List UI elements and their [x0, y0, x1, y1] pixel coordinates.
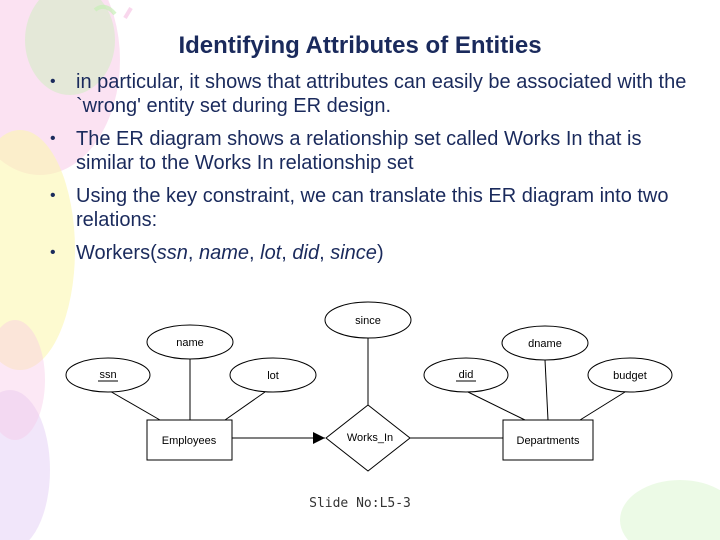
- entity-departments-label: Departments: [517, 435, 580, 447]
- bullet-item: •Using the key constraint, we can transl…: [50, 185, 669, 231]
- attr-since-label: since: [355, 315, 381, 327]
- bullet-item: •in particular, it shows that attributes…: [50, 71, 687, 117]
- bullet-item: • The ER diagram shows a relationship se…: [50, 128, 642, 174]
- slide-title: Identifying Attributes of Entities: [178, 32, 542, 59]
- attr-dname: [501, 325, 589, 361]
- edge-ssn-employees: [107, 389, 161, 421]
- edge-budget-departments: [579, 391, 626, 421]
- attr-ssn: [65, 357, 151, 393]
- attr-name: [146, 324, 234, 360]
- entity-employees-label: Employees: [162, 435, 217, 447]
- bullet-dot-icon: •: [50, 187, 56, 204]
- er-diagram: ssn name lot since did dname budget Empl…: [65, 301, 673, 472]
- bullet-dot-icon: •: [50, 130, 56, 147]
- attr-dname-label: dname: [528, 338, 562, 350]
- key-constraint-arrow-icon: [313, 432, 325, 444]
- slide-number: Slide No:L5-3: [309, 496, 411, 511]
- attr-name-label: name: [176, 337, 204, 349]
- bullet-item-workers-relation: • Workers(ssn, name, lot, did, since): [48, 241, 698, 265]
- attr-did: [423, 357, 509, 393]
- workers-relation: Workers(ssn, name, lot, did, since): [76, 242, 384, 264]
- bullet-list: •in particular, it shows that attributes…: [48, 70, 698, 274]
- relationship-works-in: [325, 404, 411, 472]
- attr-lot-label: lot: [267, 370, 279, 382]
- bullet-dot-icon: •: [50, 73, 56, 90]
- edge-dname-departments: [544, 359, 549, 421]
- attr-budget: [587, 357, 673, 393]
- bullet-dot-icon: •: [50, 244, 56, 261]
- relationship-works-in-label: Works_In: [347, 432, 393, 444]
- attr-ssn-label: ssn: [99, 369, 116, 381]
- attr-budget-label: budget: [613, 370, 647, 382]
- attr-lot: [229, 357, 317, 393]
- entity-employees: [146, 419, 233, 461]
- entity-departments: [502, 419, 594, 461]
- edge-did-departments: [467, 391, 526, 421]
- edge-lot-employees: [224, 391, 266, 421]
- attr-did-label: did: [459, 369, 474, 381]
- attr-since: [324, 301, 412, 339]
